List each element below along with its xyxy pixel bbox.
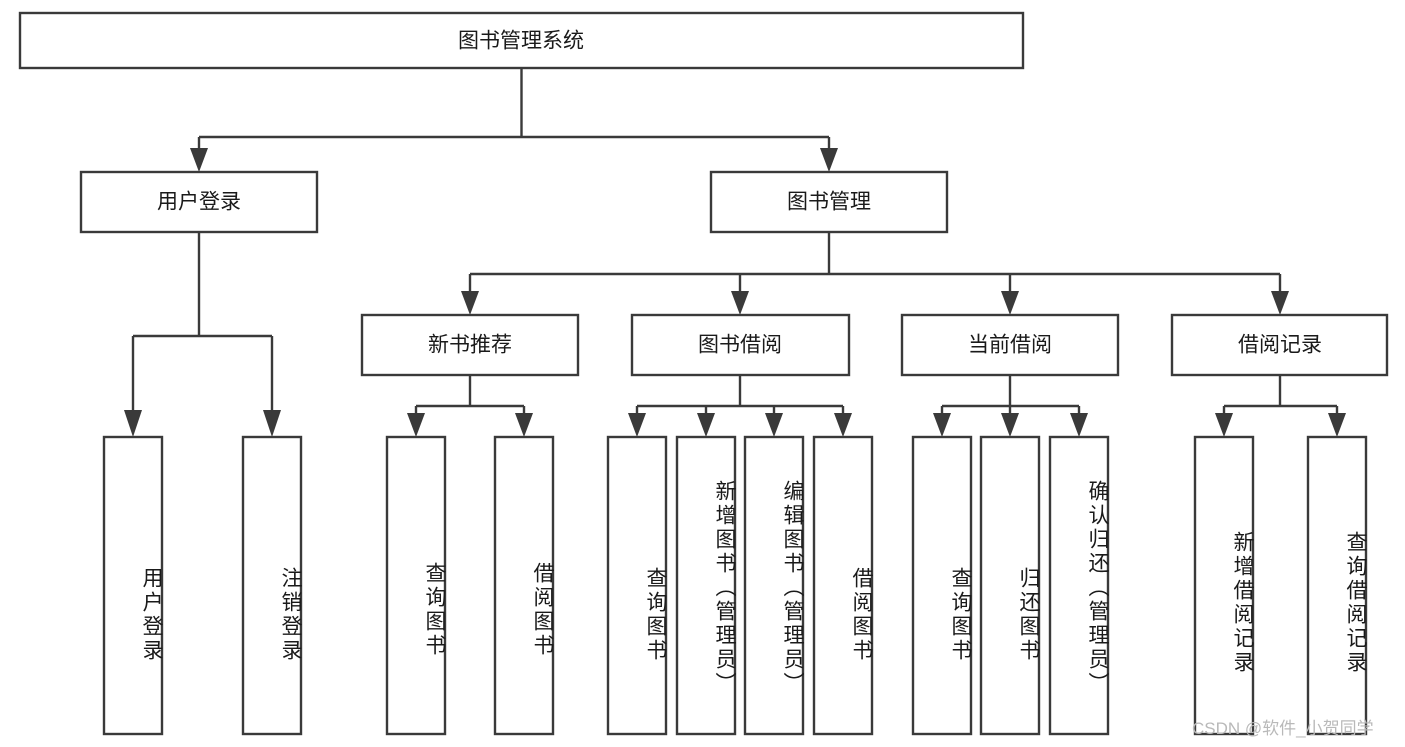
leaf-box-add-record[interactable] xyxy=(1193,435,1255,736)
arrow-book-borrow-leaf-3 xyxy=(765,413,783,437)
node-borrow-record-label: 借阅记录 xyxy=(1238,334,1322,357)
leaf-box-borrow-book-1[interactable] xyxy=(493,435,555,736)
arrow-current-borrow-leaf-3 xyxy=(1070,413,1088,437)
node-root-label: 图书管理系统 xyxy=(458,30,584,53)
arrow-book-borrow-leaf-4 xyxy=(834,413,852,437)
leaf-box-query-book-1[interactable] xyxy=(385,435,447,736)
leaf-box-return-book[interactable] xyxy=(979,435,1041,736)
node-root-box[interactable] xyxy=(18,11,1025,70)
arrow-user-login-leaf-1 xyxy=(124,410,142,437)
connector-layer xyxy=(124,68,1346,437)
arrow-root-to-user-login xyxy=(190,148,208,172)
arrow-borrow-record-leaf-2 xyxy=(1328,413,1346,437)
node-book-borrow-box[interactable] xyxy=(630,313,851,377)
node-layer xyxy=(18,11,1389,736)
arrow-bm-to-book-borrow xyxy=(731,291,749,315)
leaf-box-query-book-2[interactable] xyxy=(606,435,668,736)
arrow-bm-to-borrow-record xyxy=(1271,291,1289,315)
leaf-box-confirm-return[interactable] xyxy=(1048,435,1110,736)
leaf-box-add-book[interactable] xyxy=(675,435,737,736)
leaf-box-query-record[interactable] xyxy=(1306,435,1368,736)
node-new-book-rec-label: 新书推荐 xyxy=(428,334,512,357)
node-current-borrow-label: 当前借阅 xyxy=(968,334,1052,357)
csdn-watermark: CSDN @软件_小贺同学 xyxy=(1192,719,1374,738)
arrow-bm-to-current-borrow xyxy=(1001,291,1019,315)
leaf-box-logout[interactable] xyxy=(241,435,303,736)
label-layer: 图书管理系统 用户登录 图书管理 新书推荐 图书借阅 当前借阅 借阅记录 xyxy=(157,30,1322,357)
arrow-current-borrow-leaf-1 xyxy=(933,413,951,437)
node-book-manage-box[interactable] xyxy=(709,170,949,234)
arrow-bm-to-new-book-rec xyxy=(461,291,479,315)
node-book-borrow-label: 图书借阅 xyxy=(698,334,782,357)
node-new-book-rec-box[interactable] xyxy=(360,313,580,377)
node-user-login-box[interactable] xyxy=(79,170,319,234)
arrow-new-book-leaf-2 xyxy=(515,413,533,437)
leaf-box-query-book-3[interactable] xyxy=(911,435,973,736)
node-current-borrow-box[interactable] xyxy=(900,313,1120,377)
arrow-new-book-leaf-1 xyxy=(407,413,425,437)
node-borrow-record-box[interactable] xyxy=(1170,313,1389,377)
node-book-manage-label: 图书管理 xyxy=(787,191,871,214)
arrow-root-to-book-manage xyxy=(820,148,838,172)
leaf-box-edit-book[interactable] xyxy=(743,435,805,736)
arrow-book-borrow-leaf-1 xyxy=(628,413,646,437)
arrow-borrow-record-leaf-1 xyxy=(1215,413,1233,437)
leaf-box-borrow-book-2[interactable] xyxy=(812,435,874,736)
arrow-book-borrow-leaf-2 xyxy=(697,413,715,437)
node-user-login-label: 用户登录 xyxy=(157,191,241,214)
arrow-user-login-leaf-2 xyxy=(263,410,281,437)
arrow-current-borrow-leaf-2 xyxy=(1001,413,1019,437)
leaf-box-user-login[interactable] xyxy=(102,435,164,736)
